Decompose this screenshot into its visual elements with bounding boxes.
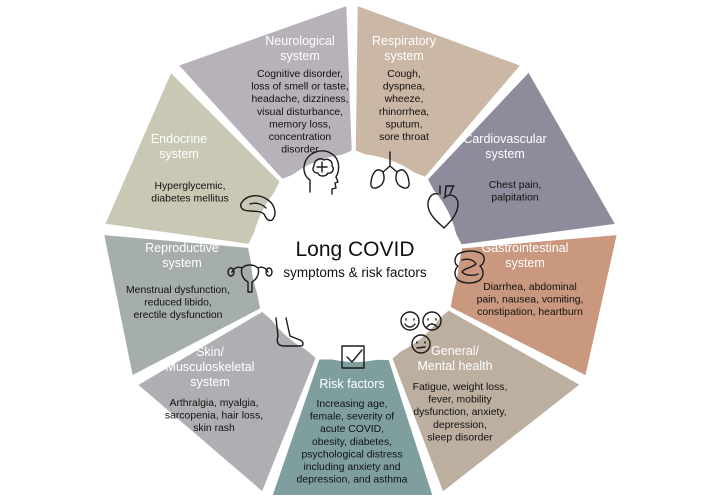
segment-body-line: headache, dizziness,: [251, 94, 348, 105]
segment-body-line: dysfunction, anxiety,: [413, 407, 506, 418]
segment-body-line: acute COVID,: [320, 424, 384, 435]
segment-neurological-body: Cognitive disorder, loss of smell or tast…: [251, 69, 349, 156]
segment-risk-title: Risk factors: [319, 377, 384, 391]
segment-title-line: Musculoskeletal: [166, 360, 255, 374]
segment-body-line: reduced libido,: [144, 298, 212, 309]
segment-reproductive-body: Menstrual dysfunction, reduced libido,ere…: [126, 285, 230, 321]
center-circle: [251, 154, 459, 362]
center-subtitle: symptoms & risk factors: [283, 265, 427, 280]
segment-body-line: palpitation: [491, 193, 539, 204]
segment-body-line: Cognitive disorder,: [257, 69, 343, 80]
segment-body-line: diabetes mellitus: [151, 194, 228, 205]
segment-gastrointestinal-body: Diarrhea, abdominal pain, nausea, vomitin…: [477, 282, 584, 318]
segment-title-line: system: [162, 256, 202, 270]
pancreas-icon: [239, 195, 276, 222]
segment-body-line: depression,: [433, 420, 487, 431]
segment-title-line: Reproductive: [145, 241, 219, 255]
segment-title-line: Mental health: [417, 359, 492, 373]
segment-title-line: system: [485, 147, 525, 161]
segment-title-line: Risk factors: [319, 377, 384, 391]
center-title: Long COVID: [295, 238, 414, 261]
segment-body-line: dyspnea,: [383, 82, 425, 93]
segment-body-line: erectile dysfunction: [134, 310, 223, 321]
segment-body-line: concentration: [269, 132, 332, 143]
segment-title-line: Respiratory: [372, 34, 437, 48]
segment-body-line: memory loss,: [269, 119, 331, 130]
segment-body-line: constipation, heartburn: [477, 307, 583, 318]
segment-general-title: General/Mental health: [417, 344, 492, 373]
uterus-icon: [227, 264, 273, 293]
segment-body-line: sore throat: [379, 132, 429, 143]
segment-title-line: system: [190, 375, 230, 389]
segment-body-line: pain, nausea, vomiting,: [477, 295, 584, 306]
emotion-faces-icon: [400, 311, 442, 354]
segment-body-line: depression, and asthma: [297, 475, 408, 486]
segment-body-line: visual disturbance,: [257, 107, 343, 118]
segment-title-line: Endocrine: [151, 132, 207, 146]
segment-body-line: Diarrhea, abdominal: [483, 282, 577, 293]
segment-body-line: fever, mobility: [428, 395, 492, 406]
lungs-icon: [370, 151, 410, 189]
segment-cardiovascular-body: Chest pain, palpitation: [489, 180, 542, 204]
segment-body-line: Arthralgia, myalgia,: [170, 398, 259, 409]
segment-body-line: disorder: [281, 145, 319, 156]
segment-body-line: Increasing age,: [316, 399, 387, 410]
segment-title-line: system: [280, 49, 320, 63]
segment-respiratory-body: Cough, dyspnea,wheeze, rhinorrhea,sputum, s…: [379, 69, 429, 143]
segment-body-line: Chest pain,: [489, 180, 542, 191]
segment-body-line: skin rash: [193, 423, 235, 434]
segment-body-line: including anxiety and: [303, 462, 400, 473]
segment-title-line: General/: [431, 344, 479, 358]
segment-body-line: sputum,: [386, 119, 423, 130]
segment-title-line: Cardiovascular: [463, 132, 546, 146]
segment-body-line: Fatigue, weight loss,: [413, 382, 508, 393]
segment-body-line: wheeze,: [384, 94, 424, 105]
segment-endocrine-body: Hyperglycemic, diabetes mellitus: [151, 181, 228, 205]
segment-body-line: Menstrual dysfunction,: [126, 285, 230, 296]
segment-body-line: loss of smell or taste,: [251, 82, 349, 93]
intestine-icon: [454, 250, 485, 284]
segment-skin-body: Arthralgia, myalgia, sarcopenia, hair los…: [165, 398, 263, 434]
segment-body-line: rhinorrhea,: [379, 107, 429, 118]
segment-title-line: system: [159, 147, 199, 161]
heart-icon: [427, 185, 459, 229]
segment-body-line: Hyperglycemic,: [154, 181, 225, 192]
foot-icon: [275, 317, 304, 347]
segment-body-line: sleep disorder: [427, 432, 493, 443]
segment-body-line: Cough,: [387, 69, 421, 80]
segment-endocrine: [99, 66, 285, 249]
segment-body-line: psychological distress: [301, 449, 402, 460]
segment-title-line: system: [505, 256, 545, 270]
segment-title-line: Gastrointestinal: [482, 241, 569, 255]
checkbox-icon: [341, 345, 365, 369]
segment-body-line: sarcopenia, hair loss,: [165, 411, 263, 422]
brain-head-icon: [303, 150, 340, 195]
segment-title-line: system: [384, 49, 424, 63]
segment-body-line: female, severity of: [310, 412, 394, 423]
segment-title-line: Skin/: [196, 345, 224, 359]
segment-body-line: obesity, diabetes,: [312, 437, 392, 448]
segment-title-line: Neurological: [265, 34, 334, 48]
